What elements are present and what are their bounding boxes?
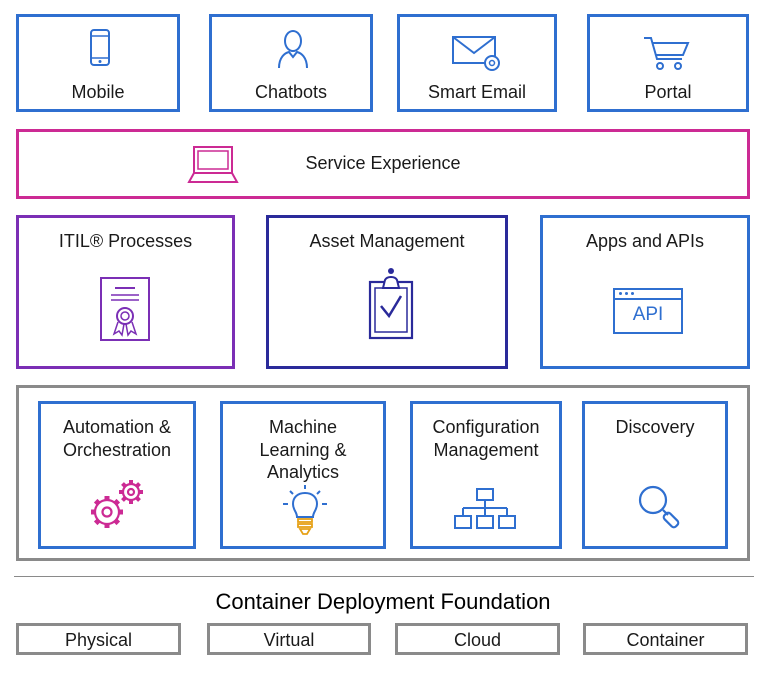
portal-box: Portal <box>587 14 749 112</box>
machine-learning-analytics-box: Machine Learning & Analytics <box>220 401 386 549</box>
service-experience-box: Service Experience <box>16 129 750 199</box>
chatbots-box: Chatbots <box>209 14 373 112</box>
lightbulb-icon <box>283 485 327 535</box>
apps-and-apis-label: Apps and APIs <box>585 231 705 251</box>
asset-management-label: Asset Management <box>309 231 465 251</box>
automation-orchestration-box: Automation & Orchestration <box>38 401 196 549</box>
foundation-virtual-label: Virtual <box>263 630 315 650</box>
smart-email-box: Smart Email <box>397 14 557 112</box>
api-window-icon: API <box>613 288 683 334</box>
magnifying-glass-icon <box>638 485 680 529</box>
apps-and-apis-box: Apps and APIs API <box>540 215 750 369</box>
foundation-physical-box: Physical <box>16 623 181 655</box>
gears-icon <box>91 480 143 528</box>
mobile-box: Mobile <box>16 14 180 112</box>
config-label-line-2: Management <box>433 440 539 460</box>
automation-label-line-2: Orchestration <box>62 440 172 460</box>
section-divider <box>14 576 754 577</box>
asset-management-box: Asset Management <box>266 215 508 369</box>
discovery-label: Discovery <box>615 417 695 437</box>
foundation-container-label: Container <box>626 630 705 650</box>
discovery-box: Discovery <box>582 401 728 549</box>
ml-label-line-1: Machine <box>268 417 338 437</box>
mobile-label: Mobile <box>71 82 125 102</box>
config-label-line-1: Configuration <box>432 417 540 437</box>
portal-label: Portal <box>644 82 692 102</box>
laptop-icon <box>187 146 239 183</box>
ml-label-line-3: Analytics <box>266 462 340 482</box>
shopping-cart-icon <box>644 37 690 70</box>
foundation-cloud-label: Cloud <box>453 630 502 650</box>
org-chart-icon <box>454 488 516 529</box>
clipboard-check-icon <box>368 268 414 340</box>
api-icon-text: API <box>632 304 664 325</box>
service-experience-label: Service Experience <box>305 153 461 173</box>
mobile-phone-icon <box>90 29 110 66</box>
chatbots-label: Chatbots <box>254 82 328 102</box>
ml-label-line-2: Learning & <box>259 440 347 460</box>
smart-email-label: Smart Email <box>427 82 526 102</box>
itil-processes-label: ITIL® Processes <box>58 231 193 251</box>
automation-label-line-1: Automation & <box>62 417 172 437</box>
foundation-virtual-box: Virtual <box>207 623 371 655</box>
configuration-management-box: Configuration Management <box>410 401 562 549</box>
foundation-title: Container Deployment Foundation <box>215 589 551 614</box>
foundation-container-box: Container <box>583 623 748 655</box>
person-icon <box>278 30 308 69</box>
itil-processes-box: ITIL® Processes <box>16 215 235 369</box>
certificate-icon <box>100 277 150 341</box>
foundation-cloud-box: Cloud <box>395 623 560 655</box>
foundation-physical-label: Physical <box>64 630 133 650</box>
envelope-icon <box>452 36 500 71</box>
